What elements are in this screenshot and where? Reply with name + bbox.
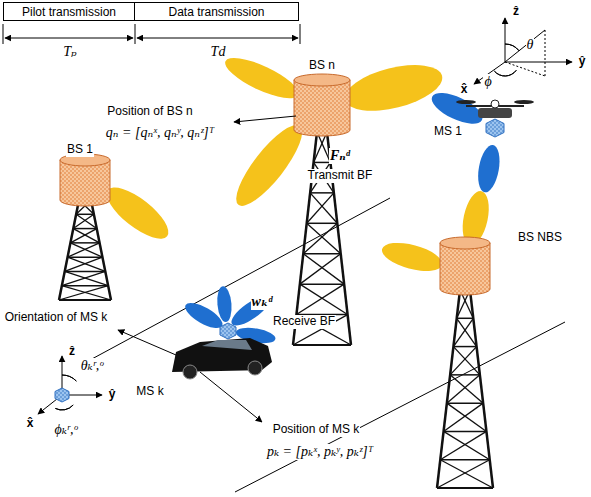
- axis-label: ŷ: [578, 55, 587, 69]
- angle-arc: [494, 70, 516, 76]
- segment-label: Data transmission: [168, 5, 264, 19]
- axis: [505, 62, 572, 63]
- leader-arrow: [200, 372, 262, 422]
- angle-arc: [505, 44, 519, 51]
- angle-arc: [55, 405, 73, 410]
- callout-text: Transmit BF: [307, 169, 374, 183]
- lattice-tower: [437, 290, 493, 488]
- antenna-array: [486, 119, 504, 137]
- position-formula: qₙ = [qₙˣ, qₙʸ, qₙᶻ]ᵀ: [105, 125, 215, 141]
- axis-label: ŷ: [108, 388, 117, 402]
- lattice-tower: [59, 200, 111, 300]
- beamformer-symbol: wₖᵈ: [251, 294, 274, 310]
- antenna-array: [55, 388, 69, 402]
- leader-arrow: [118, 330, 176, 355]
- axis: [505, 18, 506, 62]
- axis-label: ẑ: [512, 5, 520, 19]
- tick: [135, 24, 136, 44]
- direction-vector: [505, 30, 545, 62]
- station-name: BS 1: [66, 143, 94, 157]
- station-name: MS 1: [433, 125, 463, 139]
- axis-label: x̂: [460, 83, 469, 97]
- duration-symbol: Tₚ: [62, 44, 77, 60]
- angle-label: ϕₖʳ,ᵒ: [54, 422, 79, 438]
- base-station-antenna: [60, 154, 110, 206]
- car: [172, 338, 272, 379]
- beam-lobe: [227, 291, 274, 330]
- drone: [456, 100, 534, 118]
- angle-label: θₖʳ,ᵒ: [80, 358, 105, 374]
- axis-label: x̂: [26, 417, 35, 431]
- lattice-tower: [293, 132, 351, 345]
- callout-text: Position of MS k: [272, 423, 361, 437]
- angle-arc: [62, 375, 76, 381]
- angle-label: ϕ: [483, 74, 492, 90]
- station-name: MS k: [135, 385, 164, 399]
- base-station-antenna: [294, 74, 350, 136]
- station-name: BS NBS: [517, 231, 563, 245]
- projection: [505, 62, 545, 76]
- tick: [300, 24, 301, 44]
- beam-lobe: [220, 50, 303, 106]
- timeline-segment: Pilot transmission: [3, 2, 135, 21]
- duration-arrow: [5, 38, 133, 39]
- base-station-antenna: [440, 237, 490, 295]
- segment-label: Pilot transmission: [22, 5, 116, 19]
- projection: [545, 30, 546, 76]
- position-formula: pₖ = [pₖˣ, pₖʸ, pₖᶻ]ᵀ: [266, 444, 374, 460]
- station-name: BS n: [308, 59, 336, 73]
- beam-lobe: [216, 286, 233, 323]
- beamformer-symbol: Fₙᵈ: [329, 148, 351, 164]
- duration-arrow: [137, 38, 298, 39]
- beam-lobe: [340, 56, 447, 119]
- antenna-array: [220, 323, 236, 339]
- callout-text: Orientation of MS k: [4, 311, 109, 325]
- angle-label: θ: [526, 37, 535, 53]
- beam-lobe: [428, 87, 487, 130]
- road-line: [235, 322, 565, 492]
- callout-text: Receive BF: [272, 315, 336, 329]
- beam-lobe: [99, 179, 175, 247]
- timeline-segment: Data transmission: [134, 2, 299, 21]
- beam-lobe: [475, 143, 503, 194]
- tick: [3, 24, 4, 44]
- axis-label: ẑ: [68, 345, 76, 359]
- beam-lobe: [379, 237, 445, 276]
- leader-arrow: [234, 116, 296, 122]
- duration-symbol: Td: [210, 44, 227, 60]
- callout-text: Position of BS n: [106, 105, 193, 119]
